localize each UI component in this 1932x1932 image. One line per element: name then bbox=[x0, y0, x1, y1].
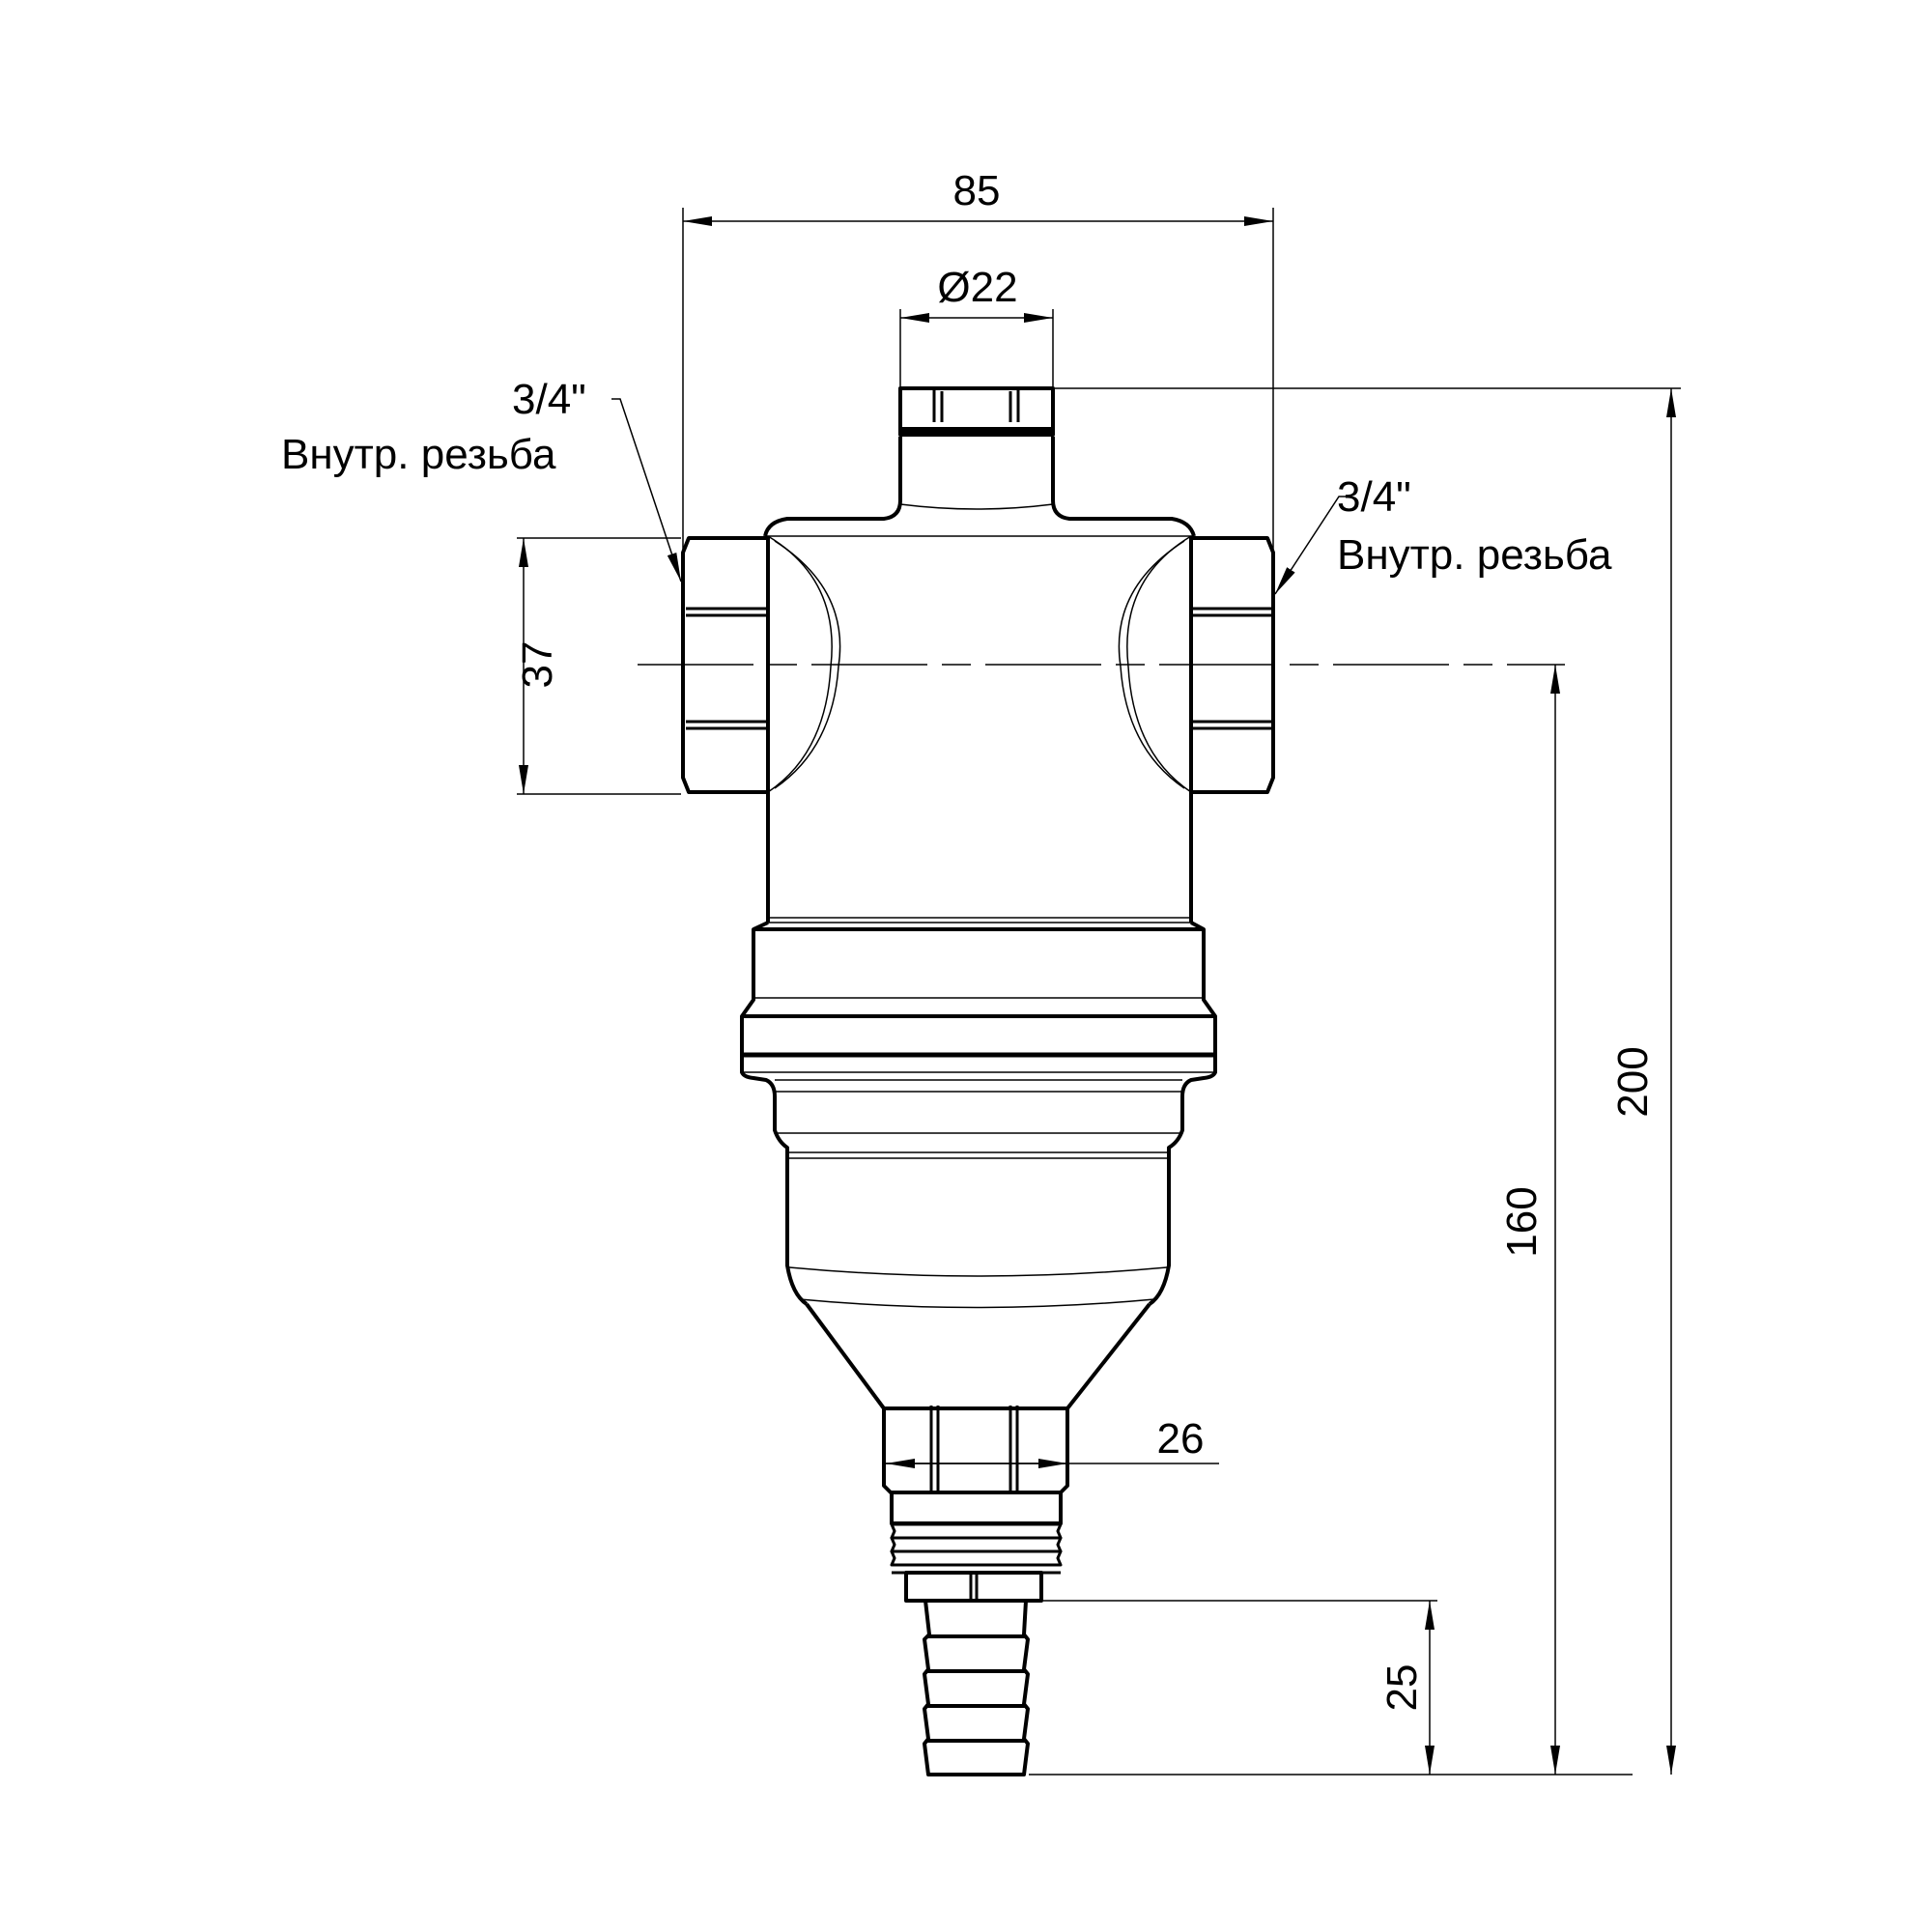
dimension-hose-barb-length bbox=[1029, 1600, 1633, 1776]
callout-right-size: 3/4" bbox=[1337, 473, 1411, 521]
hose-barb bbox=[923, 1600, 1030, 1776]
leader-right bbox=[1274, 496, 1349, 595]
leader-left bbox=[611, 398, 682, 582]
dimension-label-bottom-nut-width: 26 bbox=[1156, 1415, 1205, 1463]
top-cap bbox=[898, 386, 1055, 431]
dimension-overall-width bbox=[682, 208, 1274, 551]
dimension-label-hose-barb-length: 25 bbox=[1378, 1663, 1426, 1712]
dimension-overall-height bbox=[1055, 387, 1681, 1775]
left-inlet-nut bbox=[681, 536, 770, 794]
threaded-section bbox=[890, 1522, 1063, 1575]
dimension-label-overall-height: 200 bbox=[1609, 1046, 1657, 1118]
dimension-label-cap-diameter: Ø22 bbox=[937, 264, 1018, 311]
dimension-nut-height bbox=[517, 537, 681, 795]
drain-hex-nut bbox=[882, 1406, 1069, 1494]
filter-body bbox=[681, 386, 1275, 1776]
dimension-label-overall-width: 85 bbox=[952, 167, 1001, 214]
dimension-label-centerline-to-bottom: 160 bbox=[1498, 1186, 1546, 1258]
callout-left-description: Внутр. резьба bbox=[281, 431, 556, 478]
right-outlet-nut bbox=[1189, 536, 1275, 794]
callout-right-description: Внутр. резьба bbox=[1337, 531, 1612, 579]
callout-left-size: 3/4" bbox=[512, 376, 586, 423]
dimension-cap-diameter bbox=[899, 309, 1054, 386]
dimension-label-nut-height: 37 bbox=[514, 640, 561, 689]
